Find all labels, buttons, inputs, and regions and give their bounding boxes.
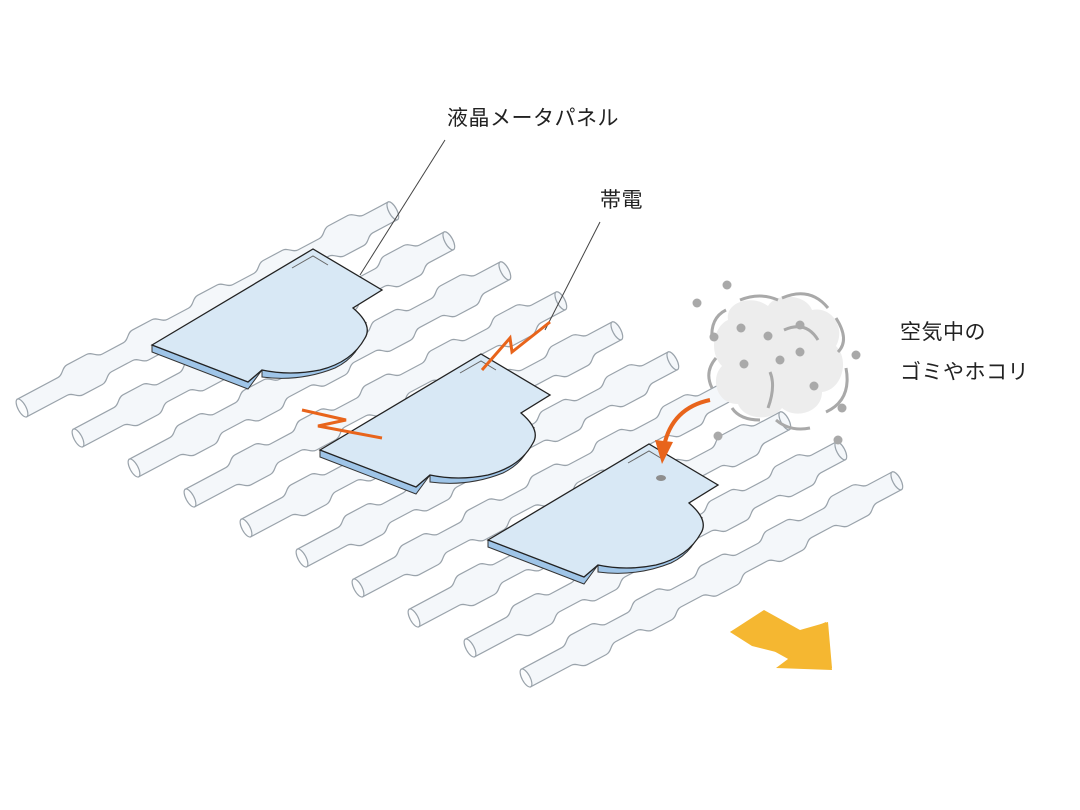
lcd-panels: [150, 248, 720, 585]
lcd-panel-label: 液晶メータパネル: [447, 106, 619, 130]
static-charge-label: 帯電: [600, 188, 643, 212]
airborne-dust-label-line1: 空気中の: [900, 320, 986, 344]
lightning-bolt-icon: [480, 320, 551, 371]
dust-particle-on-panel: [656, 475, 666, 481]
lcd-panel: [486, 443, 720, 585]
conveyor-direction-arrow-fill: [730, 612, 832, 670]
leader-line-static-charge: [544, 221, 601, 331]
dust-fall-arrow-icon: [655, 398, 711, 464]
lcd-panel: [318, 353, 552, 495]
airborne-dust-label-line2: ゴミやホコリ: [900, 360, 1029, 384]
lcd-panel: [150, 248, 384, 390]
dust-cloud-icon: [692, 280, 861, 445]
leader-line-lcd-panel: [359, 139, 446, 276]
lightning-bolt-icon: [301, 408, 383, 440]
